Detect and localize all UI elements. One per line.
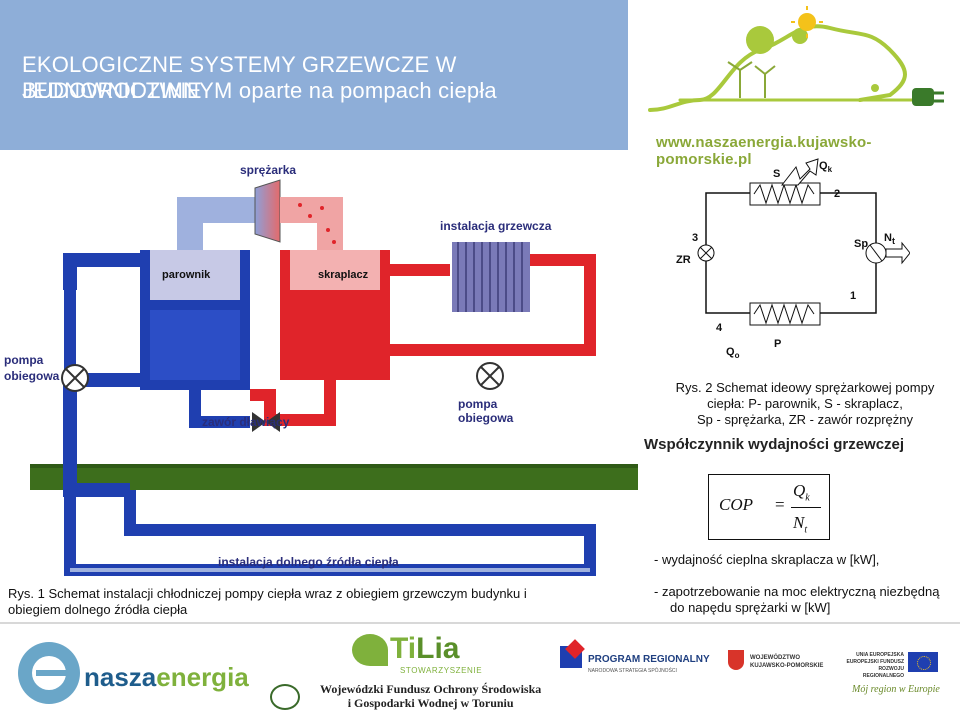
cop-den: Nt (793, 513, 808, 536)
title-caps: JEDNORODZINNYM (22, 78, 233, 103)
title-line-2: JEDNORODZINNYM oparte na pompach ciepła (22, 78, 497, 104)
radiator (452, 242, 530, 312)
label-pump-left-2: obiegowa (4, 369, 60, 383)
footer-divider (0, 622, 960, 624)
label-pump-right-1: pompa (458, 397, 498, 411)
caption-fig1-line1: Rys. 1 Schemat instalacji chłodniczej po… (8, 586, 527, 601)
wfos-text: Wojewódzki Fundusz Ochrony Środowiska i … (320, 682, 542, 710)
caption-fig1-line2: obiegiem dolnego źródła ciepła (8, 602, 188, 617)
caption-fig2-line2: ciepła: P- parownik, S - skraplacz, (707, 396, 903, 411)
tilia-leaf-icon (352, 634, 388, 666)
compressor-Sp (865, 242, 887, 264)
wfos-logo-icon (270, 684, 300, 710)
evaporator-P (749, 302, 821, 326)
tilia-subtitle: STOWARZYSZENIE (400, 666, 483, 675)
label-4: 4 (716, 322, 723, 334)
cop-bullet-1: - wydajność cieplna skraplacza w [kW], (654, 552, 880, 567)
heat-pump-installation-diagram: parownik sprężarka skraplacz instalacja … (4, 163, 638, 576)
pump-right (476, 362, 504, 390)
naszaenergia-logo-text: naszaenergia (84, 662, 249, 692)
label-S: S (773, 168, 780, 180)
label-condenser: skraplacz (318, 269, 369, 281)
program-regionalny-title: PROGRAM REGIONALNY (588, 654, 710, 665)
label-compressor: sprężarka (240, 163, 296, 177)
label-2: 2 (834, 188, 840, 200)
label-Qo: Qo (726, 346, 740, 360)
cop-heading: Współczynnik wydajności grzewczej (644, 436, 905, 453)
wojewodztwo-text: WOJEWÓDZTWO KUJAWSKO-POMORSKIE (750, 655, 824, 669)
schematic-diagram: S Qk 2 3 ZR Sp Nt 1 4 Qo P (676, 158, 910, 360)
title-line-1: EKOLOGICZNE SYSTEMY GRZEWCZE W BUDOWNICT… (22, 52, 457, 103)
program-regionalny-sub: NARODOWA STRATEGIA SPÓJNOŚCI (588, 668, 677, 674)
eu-text: UNIA EUROPEJSKA EUROPEJSKI FUNDUSZ ROZWO… (846, 652, 904, 679)
pump-left (61, 364, 89, 392)
label-Nt: Nt (884, 232, 895, 246)
label-Qk: Qk (819, 160, 833, 174)
label-pump-right-2: obiegowa (458, 411, 514, 425)
arrow-up-icon (780, 158, 819, 186)
label-3: 3 (692, 232, 698, 244)
label-pump-left-1: pompa (4, 353, 44, 367)
title-banner: EKOLOGICZNE SYSTEMY GRZEWCZE W BUDOWNICT… (0, 0, 628, 150)
label-evaporator: parownik (162, 269, 211, 281)
label-valve: zawór dławiący (202, 415, 290, 429)
tilia-logo-text: TiLia (390, 632, 460, 665)
expansion-valve (252, 412, 280, 432)
valve-ZR (697, 244, 715, 262)
label-ZR: ZR (676, 254, 691, 266)
eu-flag-icon (908, 652, 938, 672)
grass-strip (30, 468, 638, 490)
label-1: 1 (850, 290, 856, 302)
caption-fig2: Rys. 2 Schemat ideowy sprężarkowej pompy… (660, 380, 950, 428)
cop-lhs: COP (719, 495, 753, 514)
title-rest: oparte na pompach ciepła (232, 78, 497, 103)
caption-fig2-line3: Sp - sprężarka, ZR - zawór rozprężny (696, 412, 913, 427)
cop-num: Qk (793, 481, 810, 504)
compressor (254, 179, 281, 243)
caption-fig2-line1: Rys. 2 Schemat ideowy sprężarkowej pompy (675, 380, 935, 395)
program-regionalny-icon (560, 639, 585, 668)
label-P: P (774, 338, 781, 350)
cop-bullet-2: - zapotrzebowanie na moc elektryczną nie… (654, 584, 940, 615)
naszaenergia-logo-icon (18, 642, 80, 704)
wojewodztwo-crest-icon (728, 650, 744, 670)
arrow-right-icon (885, 241, 910, 265)
slogan-text: Mój region w Europie (852, 684, 940, 695)
cop-formula-box: COP = Qk Nt (708, 474, 830, 540)
ground-loop (64, 290, 596, 576)
sun-icon (791, 6, 823, 38)
website-url[interactable]: www.naszaenergia.kujawsko-pomorskie.pl (656, 134, 872, 168)
condenser-S (749, 182, 821, 206)
label-heating-installation: instalacja grzewcza (440, 219, 552, 233)
label-ground-loop: instalacja dolnego źródła ciepła (218, 555, 399, 569)
label-Sp: Sp (854, 238, 868, 250)
plug-icon (912, 88, 944, 106)
cop-eq: = (775, 495, 785, 514)
eco-illustration (648, 6, 944, 112)
caption-fig1: Rys. 1 Schemat instalacji chłodniczej po… (8, 586, 628, 618)
